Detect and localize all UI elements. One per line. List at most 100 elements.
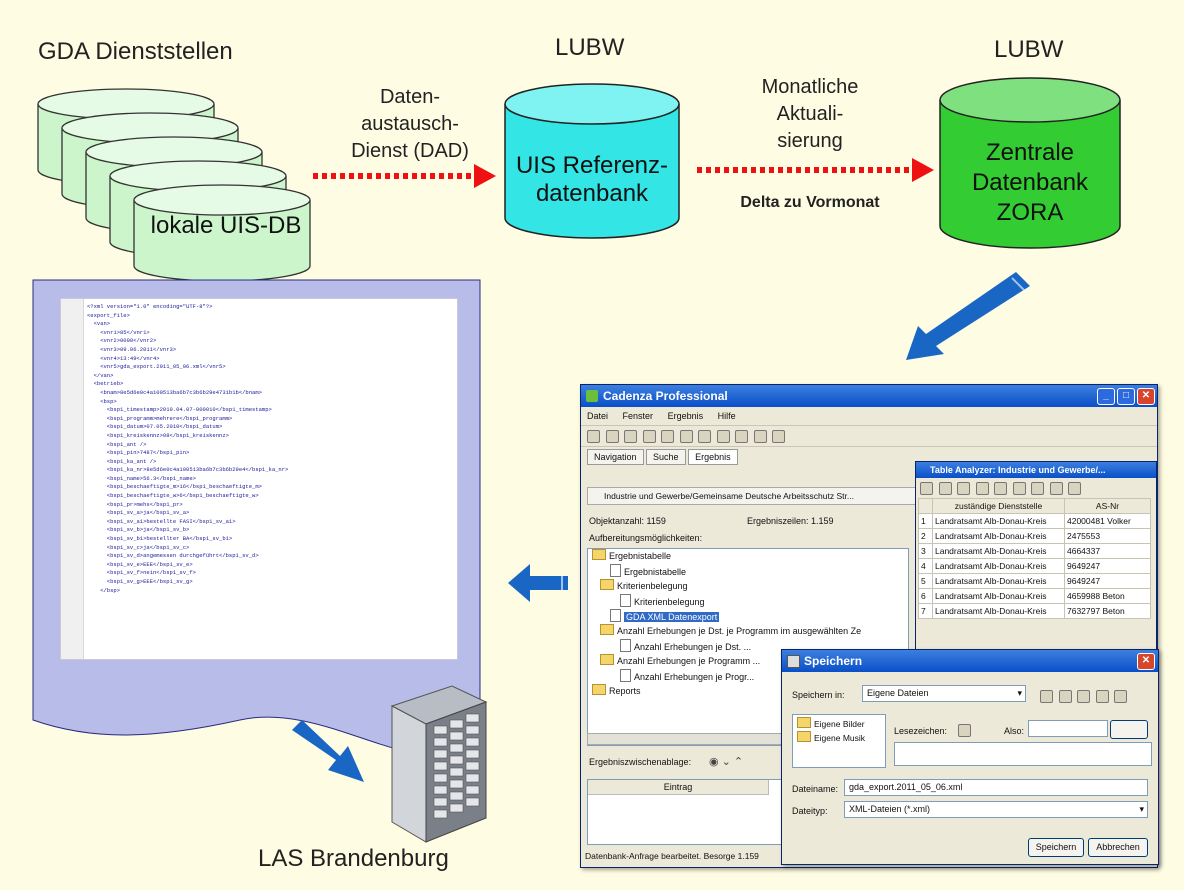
tool-icon[interactable] (1031, 482, 1045, 495)
filter-icon (620, 594, 631, 607)
table-cell: Landratsamt Alb-Donau-Kreis (932, 588, 1065, 604)
table-cell: Landratsamt Alb-Donau-Kreis (932, 528, 1065, 544)
menu-ergebnis[interactable]: Ergebnis (667, 411, 704, 421)
home-icon[interactable] (587, 430, 600, 443)
tree-item-gda-xml-export[interactable]: GDA XML Datenexport (588, 609, 908, 624)
bookmark-list[interactable] (894, 742, 1152, 766)
clipboard-icons[interactable]: ◉ ⌄ ⌃ (709, 756, 744, 768)
menu-fenster[interactable]: Fenster (622, 411, 654, 421)
server-bay (465, 713, 480, 723)
dialog-close-button[interactable]: ✕ (1137, 653, 1155, 670)
source-path[interactable]: Industrie und Gewerbe/Gemeinsame Deutsch… (587, 487, 925, 505)
tool-icon[interactable] (994, 482, 1008, 495)
tree-item-anzahl-dst[interactable]: Anzahl Erhebungen je Dst. je Programm im… (588, 624, 908, 639)
tree-item-ergebnistabelle[interactable]: Ergebnistabelle (588, 549, 908, 564)
tool-icon[interactable] (605, 430, 619, 443)
tool-icon[interactable] (735, 430, 749, 443)
bookmark-icon[interactable] (958, 724, 971, 737)
filter-icon[interactable] (1068, 482, 1082, 495)
place-eigene-bilder[interactable]: Eigene Bilder (793, 715, 885, 731)
table-cell: Landratsamt Alb-Donau-Kreis (932, 513, 1065, 529)
server-bay (465, 797, 480, 807)
back-icon[interactable] (1040, 690, 1053, 703)
col-dienststelle[interactable]: zuständige Dienststelle (932, 498, 1065, 514)
tool-icon[interactable] (624, 430, 638, 443)
speichern-in-select[interactable]: Eigene Dateien ▾ (862, 685, 1026, 702)
xml-line: <bsp1_sv_d>angemessen durchgeführt</bsp1… (87, 552, 259, 560)
xml-line: <betrieb> (87, 380, 124, 388)
close-button[interactable]: ✕ (1137, 388, 1155, 405)
tab-suche[interactable]: Suche (646, 449, 686, 465)
function-icon[interactable] (1049, 482, 1063, 495)
maximize-button[interactable]: □ (1117, 388, 1135, 405)
search-icon[interactable] (661, 430, 675, 443)
server-bay (465, 749, 480, 759)
column-eintrag[interactable]: Eintrag (588, 780, 769, 795)
tool-icon[interactable] (957, 482, 971, 495)
zora-db-label: Zentrale Datenbank ZORA (940, 138, 1120, 228)
export-icon (610, 609, 621, 622)
tool-icon[interactable] (642, 430, 656, 443)
tab-navigation[interactable]: Navigation (587, 449, 644, 465)
tree-item-anzahl-programm-child[interactable]: Anzahl Erhebungen je Progr... (588, 669, 908, 684)
help-icon[interactable] (772, 430, 786, 443)
tool-icon[interactable] (679, 430, 693, 443)
xml-line: <bnam>8e5d6e0c4a100513ba6b7c3b6b29e4731b… (87, 388, 262, 396)
tree-item-anzahl-programm[interactable]: Anzahl Erhebungen je Programm ... (588, 654, 908, 669)
table-cell: 4 (918, 558, 933, 574)
up-folder-icon[interactable] (1058, 690, 1072, 703)
tool-icon[interactable] (975, 482, 989, 495)
dateiname-input[interactable]: gda_export.2011_05_06.xml (844, 779, 1148, 796)
server-bay (449, 803, 464, 813)
chart-icon[interactable] (716, 430, 730, 443)
col-az[interactable]: AS-Nr (1064, 498, 1151, 514)
tool-icon[interactable] (1012, 482, 1026, 495)
menu-hilfe[interactable]: Hilfe (717, 411, 736, 421)
also-field[interactable] (1028, 720, 1108, 737)
folder-icon (592, 684, 606, 695)
arrow-dad (313, 164, 496, 188)
new-folder-icon[interactable] (1077, 690, 1091, 703)
tree-item-kriterienbelegung[interactable]: Kriterienbelegung (588, 579, 908, 594)
server-bay (449, 719, 464, 729)
tab-ergebnis[interactable]: Ergebnis (688, 449, 738, 465)
tree-item-kriterienbelegung-child[interactable]: Kriterienbelegung (588, 594, 908, 609)
also-label: Also: (1004, 726, 1025, 736)
place-eigene-musik[interactable]: Eigene Musik (793, 731, 885, 743)
view-icon[interactable] (1095, 690, 1109, 703)
xml-line-gutter (61, 299, 84, 659)
monthly-label-line1: Monatliche (761, 76, 859, 98)
tree-item-anzahl-dst-child[interactable]: Anzahl Erhebungen je Dst. ... (588, 639, 908, 654)
table-cell: Landratsamt Alb-Donau-Kreis (932, 558, 1065, 574)
xml-line: <bsp1_programm>mehrere</bsp1_programm> (87, 414, 233, 422)
xml-line: <vnr2>0000</vnr2> (87, 337, 157, 345)
tool-icon[interactable] (753, 430, 767, 443)
xml-line: <bsp1_sv_e>EEE</bsp1_sv_e> (87, 560, 193, 568)
server-bay (465, 773, 480, 783)
menu-datei[interactable]: Datei (587, 411, 609, 421)
save-button[interactable]: Speichern (1028, 838, 1084, 857)
bookmark-add-button[interactable] (1110, 720, 1148, 739)
xml-line: </bsp> (87, 586, 121, 594)
folder-open-icon[interactable] (920, 482, 933, 495)
search-icon[interactable] (938, 482, 952, 495)
cancel-button[interactable]: Abbrechen (1088, 838, 1148, 857)
header-gda: GDA Dienststellen (38, 38, 233, 65)
tool-icon[interactable] (698, 430, 712, 443)
details-icon[interactable] (1114, 690, 1128, 703)
tree-item-ergebnistabelle-child[interactable]: Ergebnistabelle (588, 564, 908, 579)
server-bay (433, 785, 448, 795)
table-cell: 42000481 Volker (1064, 513, 1151, 529)
tree-item-reports[interactable]: Reports (588, 684, 908, 699)
xml-content: <?xml version="1.0" encoding="UTF-8"?><e… (87, 303, 288, 595)
dateityp-select[interactable]: XML-Dateien (*.xml) ▾ (844, 801, 1148, 818)
xml-line: <bsp1_pr>mehs</bsp1_pr> (87, 500, 183, 508)
minimize-button[interactable]: _ (1097, 388, 1115, 405)
